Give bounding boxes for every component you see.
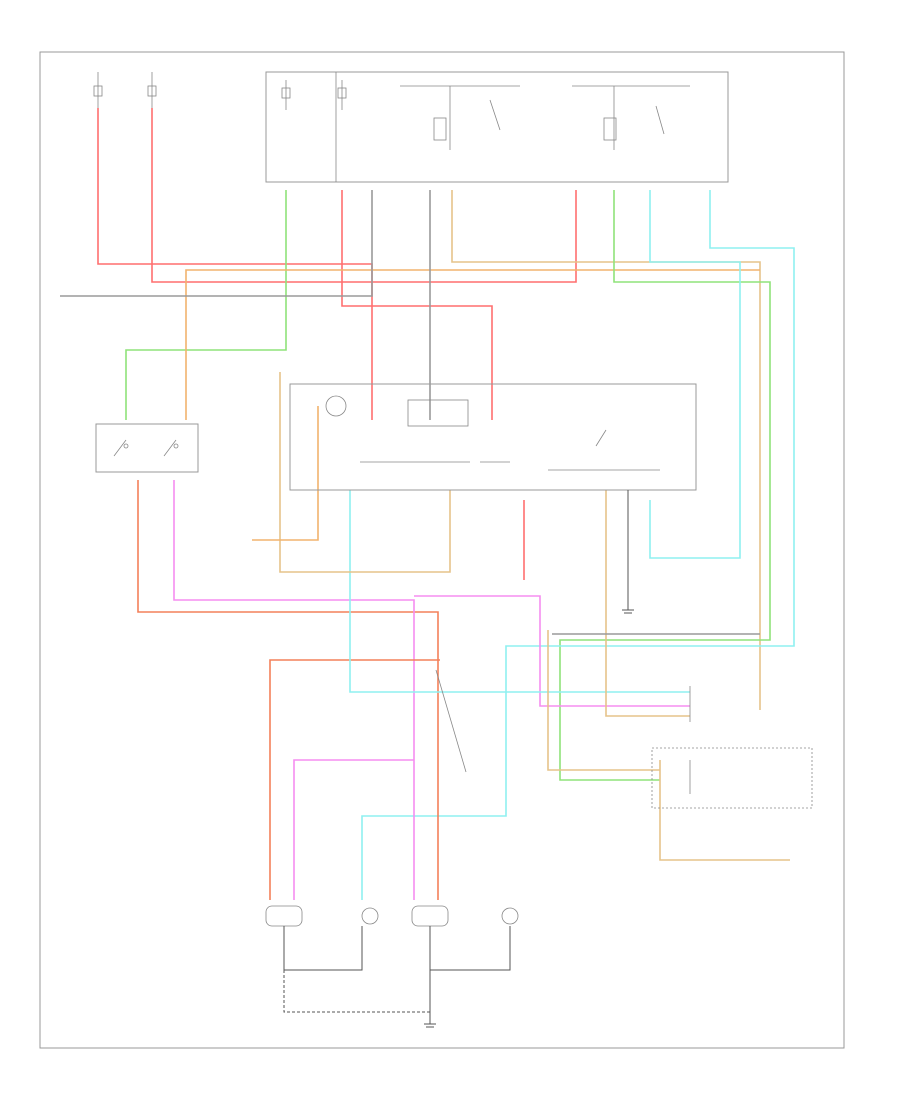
wire-gray-1	[60, 190, 373, 297]
wire-orange-1	[185, 269, 760, 420]
headlamp-switch-box	[95, 423, 199, 473]
splice-pack	[435, 669, 467, 773]
wire-orange-2	[252, 406, 319, 541]
wire-orange-red-1	[137, 480, 439, 900]
fuse-2	[147, 72, 157, 108]
ambient-sensor	[325, 395, 347, 417]
wire-tan-4	[547, 630, 660, 771]
lighting-module-lower-box	[289, 383, 697, 491]
wire-red-1	[97, 108, 373, 420]
lamp-ground-bus	[283, 926, 511, 1028]
wire-cyan-3	[349, 490, 690, 693]
headlamp-switch-contacts	[113, 439, 179, 457]
lcm-fuse-a	[281, 80, 291, 110]
wire-green-1	[125, 190, 287, 420]
connector-rows	[651, 747, 813, 809]
left-park-lamp	[361, 907, 379, 925]
left-headlamp	[265, 905, 303, 927]
lcm-relay-1	[400, 85, 520, 150]
right-park-lamp	[501, 907, 519, 925]
wire-cyan-1	[361, 190, 795, 900]
wire-pink-2	[293, 759, 414, 900]
wire-tan-5	[659, 760, 790, 861]
wire-cyan-2	[649, 190, 741, 559]
wire-tan-2	[605, 490, 690, 717]
wires	[60, 108, 795, 900]
fuse-block-group	[93, 72, 157, 108]
wire-pink-1	[173, 480, 415, 900]
daytime-relay	[407, 399, 469, 427]
wire-orange-red-2	[269, 659, 440, 900]
lighting-control-module-box	[265, 71, 729, 183]
wire-pink-3	[414, 595, 690, 707]
lcm-fuse-b	[337, 80, 347, 110]
module-switch-contacts	[360, 429, 660, 471]
wire-green-2	[559, 190, 771, 781]
module-ground	[622, 490, 634, 614]
wire-red-2	[151, 108, 577, 283]
wire-tan-3	[279, 372, 451, 573]
right-headlamp	[411, 905, 449, 927]
wire-tan-1	[451, 190, 761, 710]
lcm-relay-2	[572, 85, 690, 150]
fuse-1	[93, 72, 103, 108]
wire-red-3	[341, 190, 493, 420]
diagram-frame	[39, 51, 845, 1049]
